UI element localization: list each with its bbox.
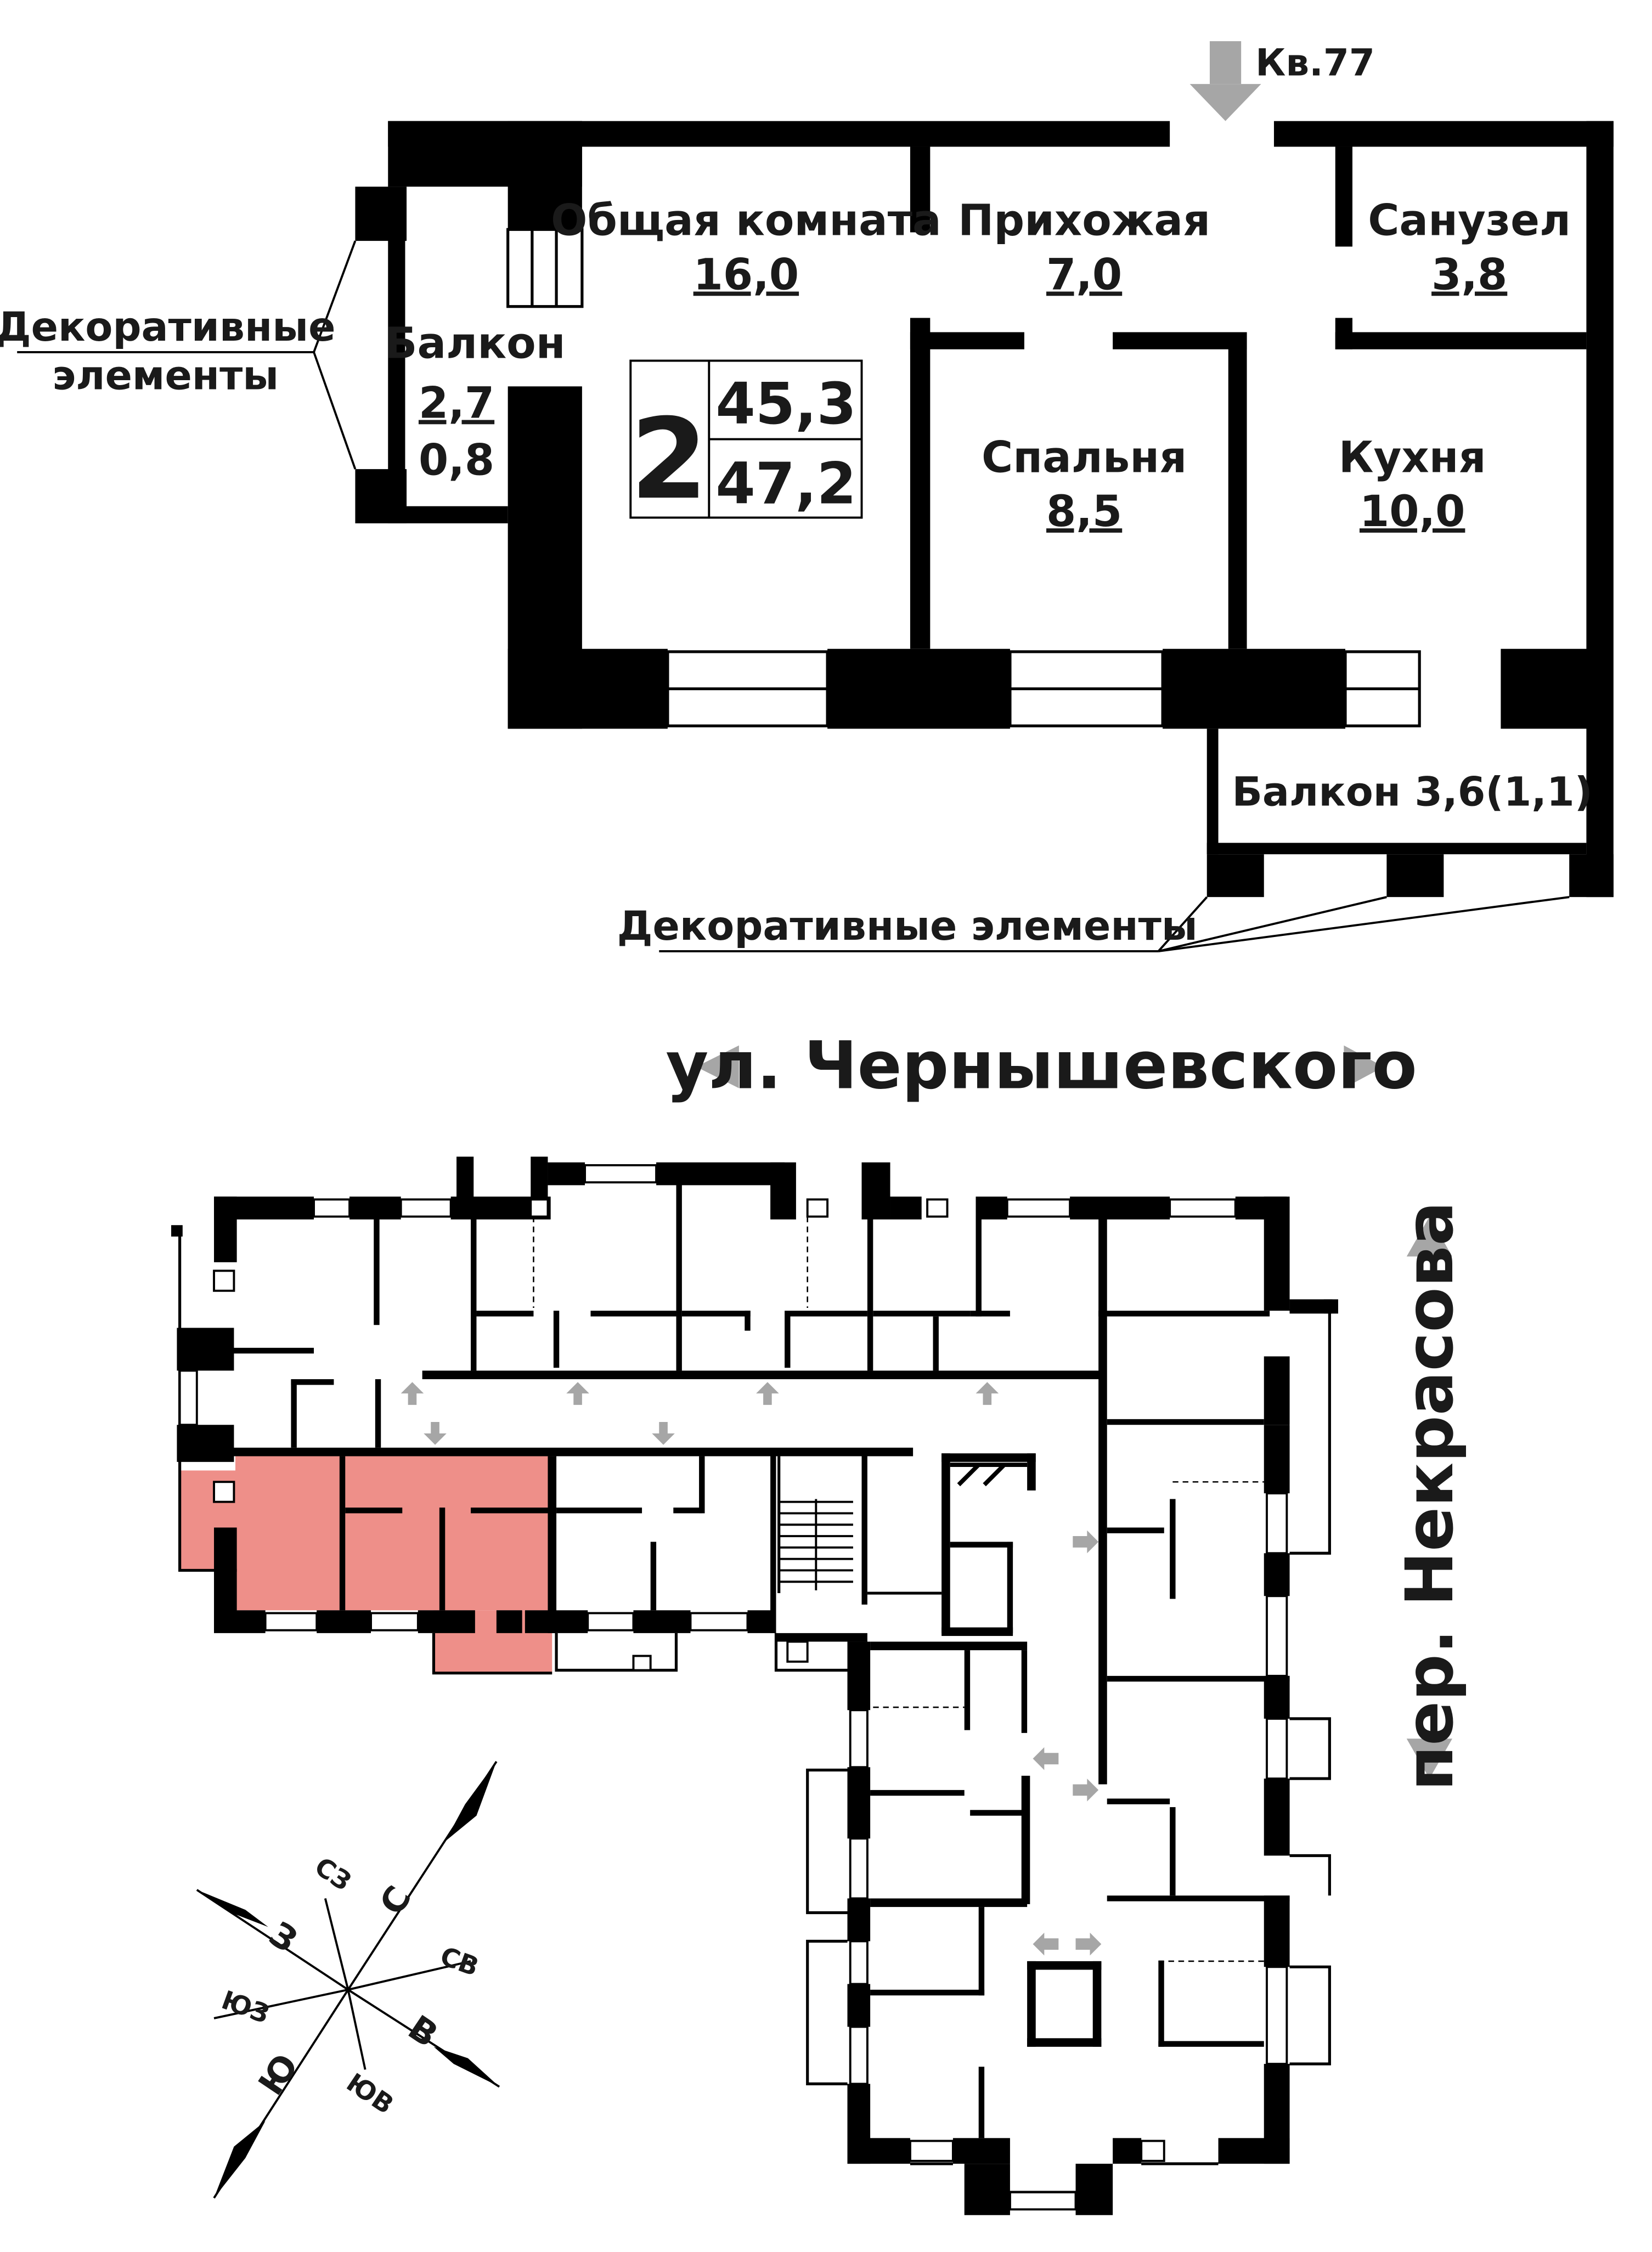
balcony-left-area: 2,7 (419, 379, 494, 428)
room-area-kitchen: 10,0 (1360, 487, 1465, 537)
decor-label-bottom: Декоративные элементы (617, 903, 1198, 950)
balcony-left-coef: 0,8 (419, 436, 494, 486)
apartment-plan: Кв.77 (0, 41, 1614, 952)
building-walls (171, 1156, 1338, 2215)
arrow-left-icon (696, 1045, 739, 1088)
arrow-down-icon (1406, 1739, 1452, 1779)
rooms-count: 2 (630, 394, 708, 524)
highlighted-apartment (179, 1453, 552, 1673)
room-name-bath: Санузел (1368, 196, 1571, 246)
street-right-label: пер. Некрасова (1392, 1201, 1468, 1791)
stair-treads (779, 1463, 1028, 1590)
decor-leader-lines (17, 240, 1570, 952)
decor-label-left-line1: Декоративные (0, 304, 335, 351)
street-top-label: ул. Чернышевского (666, 1028, 1417, 1104)
building-windows (178, 1164, 1288, 2211)
west-arrow-icon (196, 1889, 268, 1927)
south-arrow-icon (214, 2121, 266, 2198)
arrow-right-icon (1344, 1045, 1384, 1088)
building-plan (171, 1156, 1338, 2215)
dashed-lines (533, 1216, 1264, 1962)
decor-label-left-line2: элементы (52, 353, 279, 399)
apartment-walls (355, 121, 1614, 898)
compass-label-se: ЮВ (341, 2068, 398, 2120)
room-name-bedroom: Спальня (982, 433, 1187, 482)
compass-label-sw: ЮЗ (217, 1985, 273, 2030)
street-right: пер. Некрасова (1392, 1201, 1468, 1791)
room-area-bedroom: 8,5 (1046, 487, 1122, 537)
room-area-bath: 3,8 (1431, 250, 1507, 300)
room-name-kitchen: Кухня (1339, 433, 1486, 482)
room-area-living: 16,0 (693, 250, 799, 300)
room-area-hall: 7,0 (1046, 250, 1122, 300)
room-name-living: Общая комната (551, 196, 941, 246)
compass-label-ne: СВ (436, 1941, 482, 1983)
compass-arrowheads (196, 1761, 500, 2198)
arrow-up-icon (1406, 1216, 1452, 1257)
area-box (629, 359, 863, 519)
balcony-right-label: Балкон 3,6(1,1) (1232, 769, 1592, 816)
entrance-arrow-icon (1189, 41, 1261, 121)
compass-label-n: С (372, 1879, 419, 1922)
street-top: ул. Чернышевского (666, 1028, 1417, 1104)
area-with-balcony: 47,2 (715, 450, 856, 517)
room-name-hall: Прихожая (958, 196, 1210, 246)
compass-label-w: З (262, 1914, 305, 1960)
area-total: 45,3 (715, 370, 856, 437)
compass-label-nw: СЗ (309, 1852, 356, 1898)
compass-label-s: Ю (251, 2047, 306, 2103)
east-arrow-icon (433, 2046, 500, 2087)
entrance-label: Кв.77 (1255, 41, 1375, 84)
apartment-windows (506, 228, 1421, 727)
balcony-left-name: Балкон (385, 319, 566, 368)
north-arrow-icon (445, 1761, 497, 1842)
